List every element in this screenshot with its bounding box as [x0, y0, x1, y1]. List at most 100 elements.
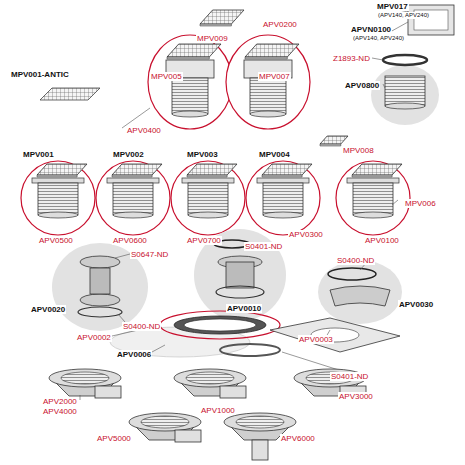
- leader-line: [80, 395, 81, 400]
- part-code: S0400-ND: [336, 256, 375, 265]
- antic-grate: [40, 88, 100, 100]
- leader-line: [372, 58, 383, 60]
- grate: [187, 164, 237, 175]
- threaded-body: [113, 183, 153, 215]
- clamp-ring: [174, 316, 266, 334]
- part-code: S0401-ND: [330, 372, 369, 381]
- part-code: MPV017: [376, 2, 409, 11]
- body-rim: [250, 111, 286, 117]
- body-rim: [263, 212, 303, 218]
- grate: [200, 10, 244, 24]
- drain-flange: [129, 413, 201, 431]
- flange: [107, 178, 159, 183]
- part-code: (APV140, APV240): [352, 35, 405, 42]
- odour-trap: [80, 256, 120, 268]
- part-code: APV0400: [126, 126, 162, 135]
- trap-body: [226, 262, 254, 288]
- part-code: MPV008: [342, 146, 375, 155]
- part-code: APV0300: [288, 230, 324, 239]
- seal-ring: [78, 307, 122, 317]
- seal-ring: [220, 344, 280, 356]
- flange: [182, 178, 234, 183]
- outlet-pipe: [175, 430, 201, 442]
- threaded-body: [250, 78, 286, 114]
- part-code: APV3000: [338, 392, 374, 401]
- group-shade: [318, 260, 402, 324]
- leader-line: [392, 200, 398, 205]
- part-code: APV5000: [96, 434, 132, 443]
- part-code: APV0003: [298, 335, 334, 344]
- drain-flange: [174, 369, 246, 387]
- drain-inlet: [236, 416, 284, 428]
- threaded-body: [353, 183, 393, 215]
- body-rim: [385, 103, 425, 109]
- clamp-ring-inner: [184, 319, 256, 331]
- part-code: MPV009: [196, 34, 229, 43]
- threaded-body: [385, 76, 425, 106]
- body-rim: [113, 212, 153, 218]
- outlet-pipe: [95, 386, 121, 398]
- sealing-collar: [270, 318, 400, 352]
- part-code: APV0002: [76, 333, 112, 342]
- leader-line: [390, 22, 408, 32]
- grate: [167, 44, 221, 57]
- part-code: APV0010: [226, 304, 262, 313]
- part-code: S0400-ND: [122, 322, 161, 331]
- part-code: APV4000: [42, 407, 78, 416]
- grate-edge: [320, 144, 341, 146]
- part-code: (APV140, APV240): [377, 12, 430, 19]
- leader-line: [122, 108, 150, 128]
- leader-line: [118, 314, 125, 322]
- part-code: Z1893-ND: [332, 54, 371, 63]
- part-code: APV6000: [280, 434, 316, 443]
- group-circle: [226, 35, 310, 129]
- drain-flange: [49, 369, 121, 387]
- part-code: MPV002: [112, 150, 145, 159]
- threaded-body: [188, 183, 228, 215]
- part-code: APV0006: [116, 350, 152, 359]
- grate-edge: [245, 57, 287, 59]
- outlet-pipe: [220, 386, 246, 398]
- seal-ring: [383, 55, 427, 65]
- part-code: APV0800: [344, 81, 380, 90]
- grate: [245, 44, 299, 57]
- part-code: MPV003: [186, 150, 219, 159]
- group-circle: [336, 161, 410, 235]
- grate-edge: [112, 175, 152, 177]
- leader-line: [383, 84, 385, 88]
- part-code: APV0100: [364, 236, 400, 245]
- drain-flange: [224, 413, 296, 431]
- threaded-body: [172, 78, 208, 114]
- grate-edge: [200, 24, 231, 26]
- body-rim: [353, 212, 393, 218]
- grate: [352, 164, 402, 175]
- part-code: S0647-ND: [130, 250, 169, 259]
- part-code: MPV007: [258, 72, 291, 81]
- part-code: APVN0100: [350, 25, 392, 34]
- drain-inlet: [141, 416, 189, 428]
- group-circle: [148, 35, 232, 129]
- group-circle: [21, 161, 95, 235]
- part-code: APV0030: [398, 300, 434, 309]
- grate: [112, 164, 162, 175]
- grate-edge: [262, 175, 302, 177]
- part-code: MPV006: [404, 199, 437, 208]
- part-code: S0401-ND: [244, 242, 283, 251]
- part-code: APV0700: [186, 236, 222, 245]
- part-code: MPV001-ANTIC: [10, 70, 70, 79]
- leader-line: [152, 345, 165, 352]
- part-code: APV0600: [112, 236, 148, 245]
- trap-insert: [330, 286, 390, 306]
- grate: [37, 164, 87, 175]
- body-rim: [172, 111, 208, 117]
- trap-body: [90, 268, 110, 294]
- drain-inlet: [186, 372, 234, 384]
- part-code: APV1000: [200, 406, 236, 415]
- group-circle: [171, 161, 245, 235]
- part-code: MPV004: [258, 150, 291, 159]
- group-circle: [160, 311, 280, 339]
- grate-edge: [37, 175, 77, 177]
- drain-inlet: [61, 372, 109, 384]
- grate: [262, 164, 312, 175]
